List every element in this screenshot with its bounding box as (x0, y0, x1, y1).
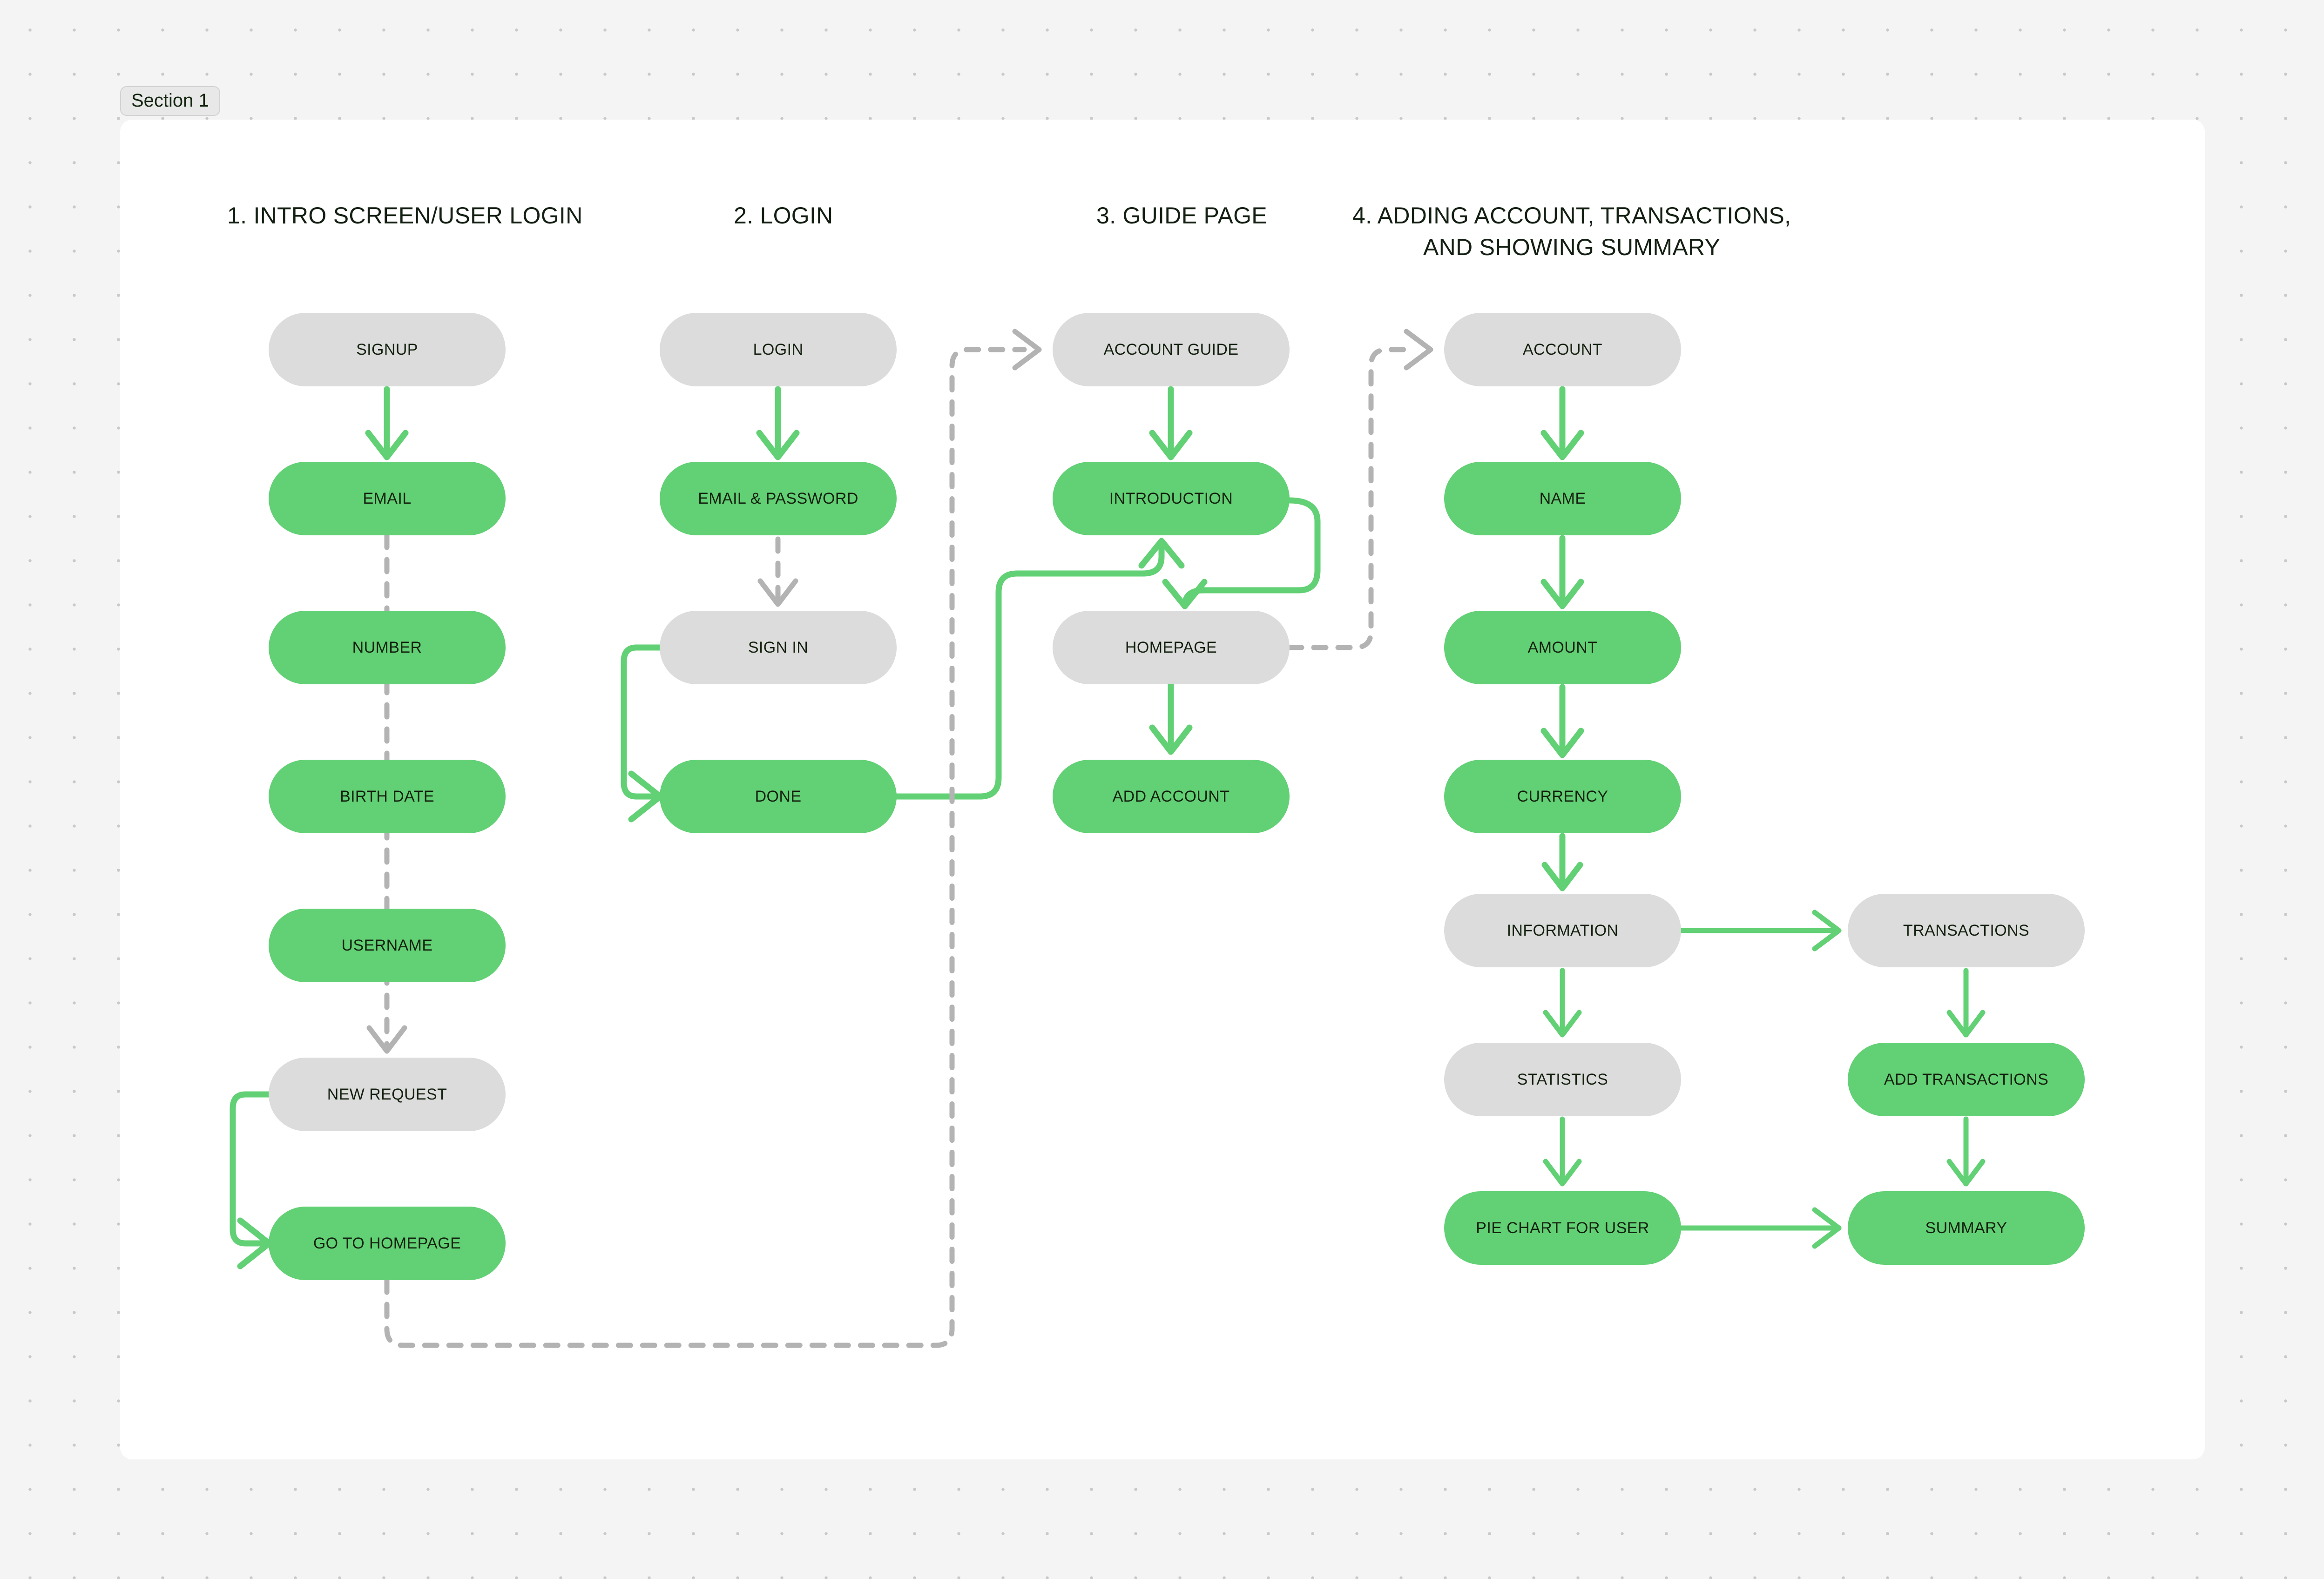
node-number[interactable]: NUMBER (269, 611, 506, 684)
node-login[interactable]: LOGIN (660, 313, 897, 386)
node-name[interactable]: NAME (1444, 462, 1681, 535)
node-introduction[interactable]: INTRODUCTION (1053, 462, 1290, 535)
node-sign-in[interactable]: SIGN IN (660, 611, 897, 684)
node-email-password[interactable]: EMAIL & PASSWORD (660, 462, 897, 535)
node-amount[interactable]: AMOUNT (1444, 611, 1681, 684)
column-header-h1: 1. INTRO SCREEN/USER LOGIN (227, 202, 583, 229)
node-homepage[interactable]: HOMEPAGE (1053, 611, 1290, 684)
node-add-transactions[interactable]: ADD TRANSACTIONS (1848, 1043, 2085, 1116)
node-pie-chart[interactable]: PIE CHART FOR USER (1444, 1191, 1681, 1265)
node-account-guide[interactable]: ACCOUNT GUIDE (1053, 313, 1290, 386)
section-tag[interactable]: Section 1 (120, 86, 220, 116)
column-header-h2: 2. LOGIN (734, 202, 833, 229)
node-add-account[interactable]: ADD ACCOUNT (1053, 760, 1290, 833)
node-summary[interactable]: SUMMARY (1848, 1191, 2085, 1265)
node-done[interactable]: DONE (660, 760, 897, 833)
node-transactions[interactable]: TRANSACTIONS (1848, 894, 2085, 967)
column-header-h3: 3. GUIDE PAGE (1096, 202, 1267, 229)
node-currency[interactable]: CURRENCY (1444, 760, 1681, 833)
node-email[interactable]: EMAIL (269, 462, 506, 535)
node-birth-date[interactable]: BIRTH DATE (269, 760, 506, 833)
node-go-to-homepage[interactable]: GO TO HOMEPAGE (269, 1207, 506, 1280)
column-header-h4: 4. ADDING ACCOUNT, TRANSACTIONS, AND SHO… (1352, 202, 1791, 260)
node-statistics[interactable]: STATISTICS (1444, 1043, 1681, 1116)
node-new-request[interactable]: NEW REQUEST (269, 1058, 506, 1131)
node-username[interactable]: USERNAME (269, 909, 506, 982)
node-signup[interactable]: SIGNUP (269, 313, 506, 386)
node-information[interactable]: INFORMATION (1444, 894, 1681, 967)
node-account[interactable]: ACCOUNT (1444, 313, 1681, 386)
